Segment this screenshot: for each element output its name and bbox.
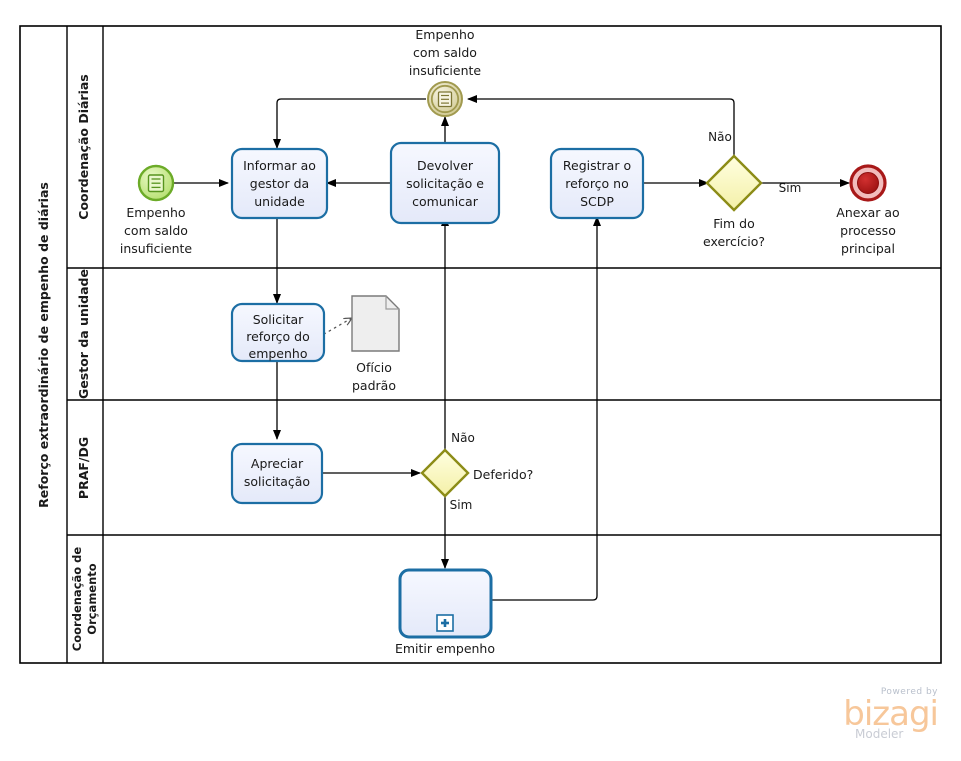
lane-label-coordenacao-orcamento-line1: Coordenação de [70,547,84,652]
end-event-anexar-processo-principal[interactable]: Anexar ao processo principal [836,164,900,256]
brand-powered-by-label: Powered by [881,687,938,697]
task-informar-gestor[interactable]: Informar ao gestor da unidade [230,147,329,220]
task-box[interactable] [230,442,324,505]
task-box[interactable] [389,141,501,225]
end-event-label-line3: principal [841,241,895,256]
task-devolver-solicitacao[interactable]: Devolver solicitação e comunicar [389,141,501,225]
brand-product-label: Modeler [855,727,903,741]
task-label-line2: solicitação [244,474,310,489]
intermediate-event-label-line1: Empenho [415,27,474,42]
start-event-empenho-saldo-insuficiente[interactable]: Empenho com saldo insuficiente [120,164,193,256]
intermediate-event-label-line3: insuficiente [409,63,482,78]
lane-label-coordenacao-diarias: Coordenação Diárias [76,74,91,219]
task-label-line2: solicitação e [406,176,484,191]
subprocess-emitir-empenho[interactable]: Emitir empenho [395,568,495,656]
association-line [323,318,352,335]
lane-coordenacao-diarias: Coordenação Diárias [67,74,941,269]
association-solicitar-to-oficio [323,318,352,335]
task-label-line1: Solicitar [253,312,304,327]
task-label-line2: gestor da [250,176,309,191]
gateway-label: Deferido? [473,467,533,482]
document-label-line2: padrão [352,378,396,393]
lane-label-coordenacao-orcamento-line2: Orçamento [85,563,99,634]
end-event-inner-disc [857,172,879,194]
pool: Reforço extraordinário de empenho de diá… [19,25,942,664]
message-form-icon [147,174,165,193]
task-label-line2: reforço no [565,176,629,191]
task-label-line3: SCDP [580,194,614,209]
flow-label-deferido-nao: Não [451,431,475,445]
flow-emitir-to-registrar [491,216,601,601]
flow-intermediate-to-informar [273,98,426,149]
task-box[interactable] [230,147,329,220]
document-label-line1: Ofício [356,360,392,375]
task-solicitar-reforco[interactable]: Solicitar reforço do empenho [230,302,326,363]
flow-label-fim-exercicio-sim: Sim [779,181,802,195]
start-event-label-line2: com saldo [124,223,188,238]
pool-title: Reforço extraordinário de empenho de diá… [36,182,51,508]
task-registrar-reforco-scdp[interactable]: Registrar o reforço no SCDP [549,147,645,220]
start-event-label-line3: insuficiente [120,241,193,256]
flow-fim-exercicio-nao-to-intermediate [467,95,735,161]
gateway-label-line1: Fim do [713,216,755,231]
subprocess-label: Emitir empenho [395,641,495,656]
intermediate-event-inner-circle [430,84,460,114]
lane-coordenacao-orcamento: Coordenação de Orçamento [70,547,99,652]
gateway-diamond[interactable] [705,154,763,212]
document-oficio-padrao[interactable]: Ofício padrão [351,295,400,393]
lane-label-praf-dg: PRAF/DG [76,437,91,499]
task-label-line1: Apreciar [251,456,304,471]
sequence-flows [173,95,850,601]
task-label-line3: comunicar [412,194,479,209]
plus-marker-icon[interactable] [436,614,454,632]
task-apreciar-solicitacao[interactable]: Apreciar solicitação [230,442,324,505]
lane-gestor-unidade: Gestor da unidade [67,269,941,401]
task-label-line1: Devolver [417,158,474,173]
intermediate-event-label-line2: com saldo [413,45,477,60]
gateway-deferido[interactable]: Deferido? [420,448,533,498]
gateway-diamond[interactable] [420,448,470,498]
lane-label-gestor-unidade: Gestor da unidade [76,269,91,399]
end-event-label-line2: processo [840,223,896,238]
task-label-line3: empenho [249,346,308,361]
document-fold-icon [385,296,399,310]
message-form-icon [437,91,453,108]
task-label-line1: Registrar o [563,158,631,173]
task-label-line3: unidade [254,194,305,209]
intermediate-event-empenho-saldo-insuficiente[interactable]: Empenho com saldo insuficiente [409,27,482,117]
lane-praf-dg: PRAF/DG [67,437,941,536]
bizagi-watermark: Powered by bizagi Modeler [843,687,939,741]
task-label-line1: Informar ao [243,158,316,173]
subprocess-box[interactable] [398,568,493,639]
flow-label-fim-exercicio-nao: Não [708,130,732,144]
task-box[interactable] [549,147,645,220]
start-event-label-line1: Empenho [126,205,185,220]
gateway-fim-exercicio[interactable]: Fim do exercício? [703,154,765,249]
flow-label-deferido-sim: Sim [450,498,473,512]
task-box[interactable] [230,302,326,363]
brand-name-label: bizagi [843,694,938,734]
gateway-label-line2: exercício? [703,234,765,249]
document-icon[interactable] [351,295,400,352]
pool-outer-border [19,25,942,664]
task-label-line2: reforço do [246,329,310,344]
end-event-label-line1: Anexar ao [836,205,899,220]
